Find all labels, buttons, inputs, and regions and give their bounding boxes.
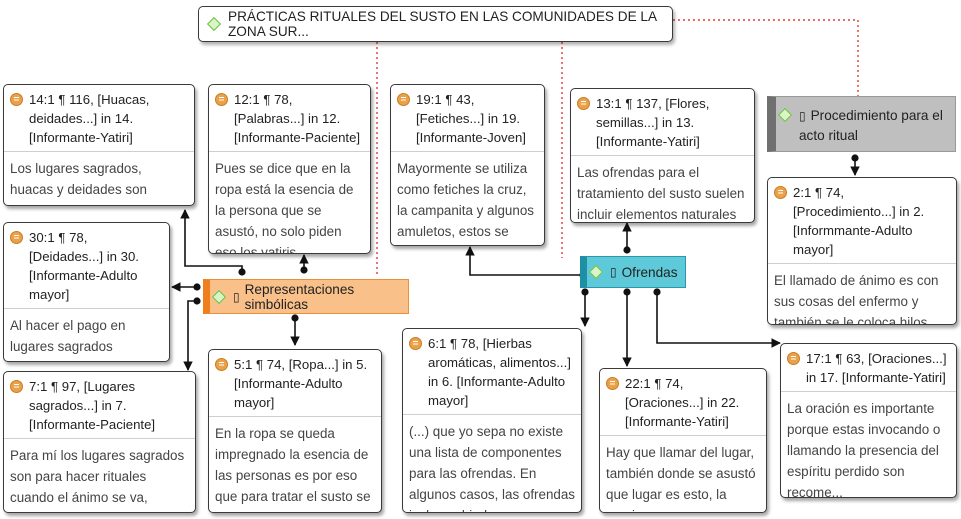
code-procedimiento[interactable]: ▯Procedimiento para el acto ritual — [767, 96, 956, 152]
quotation-text: Hay que llamar del lugar, también donde … — [606, 445, 756, 512]
quotation-header: 19:1 ¶ 43, [Fetiches...] in 19. [Informa… — [416, 92, 526, 145]
quotation-header: 14:1 ¶ 116, [Huacas, deidades...] in 14.… — [29, 92, 150, 145]
quotation-node-14[interactable]: 14:1 ¶ 116, [Huacas, deidades...] in 14.… — [3, 84, 195, 206]
quotation-icon — [215, 93, 228, 106]
quotation-text: Mayormente se utiliza como fetiches la c… — [397, 161, 534, 239]
quotation-icon — [606, 377, 619, 390]
quotation-header: 30:1 ¶ 78, [Deidades...] in 30. [Informa… — [29, 230, 139, 302]
quotation-header: 5:1 ¶ 74, [Ropa...] in 5. [Informante-Ad… — [234, 357, 368, 410]
quotation-header: 22:1 ¶ 74, [Oraciones...] in 22. [Inform… — [625, 376, 740, 429]
network-title-text: PRÁCTICAS RITUALES DEL SUSTO EN LAS COMU… — [228, 9, 657, 39]
quotation-text: Los lugares sagrados, huacas y deidades … — [10, 161, 147, 205]
code-symbol: ▯ — [233, 289, 240, 304]
quotation-text: Al hacer el pago en lugares sagrados ten… — [10, 318, 126, 361]
quotation-icon — [215, 358, 228, 371]
quotation-node-12[interactable]: 12:1 ¶ 78, [Palabras...] in 12. [Informa… — [208, 84, 371, 254]
quotation-text: (...) que yo sepa no existe una lista de… — [409, 424, 575, 512]
code-symbol: ▯ — [610, 265, 617, 279]
code-diamond-icon — [211, 289, 227, 304]
code-label: Ofrendas — [621, 264, 678, 280]
quotation-header: 2:1 ¶ 74, [Procedimiento...] in 2. [Info… — [793, 185, 925, 257]
quotation-text: La oración es importante porque estas in… — [787, 401, 941, 498]
quotation-icon — [577, 97, 590, 110]
quotation-icon — [409, 337, 422, 350]
quotation-icon — [10, 231, 23, 244]
code-diamond-icon — [777, 107, 793, 123]
quotation-text: Pues se dice que en la ropa está la esen… — [215, 161, 354, 254]
quotation-node-5[interactable]: 5:1 ¶ 74, [Ropa...] in 5. [Informante-Ad… — [208, 349, 382, 513]
quotation-icon — [774, 186, 787, 199]
quotation-node-6[interactable]: 6:1 ¶ 78, [Hierbas aromáticas, alimentos… — [402, 328, 582, 513]
quotation-text: Las ofrendas para el tratamiento del sus… — [577, 165, 745, 222]
quotation-node-17[interactable]: 17:1 ¶ 63, [Oraciones...] in 17. [Inform… — [780, 343, 957, 498]
quotation-header: 6:1 ¶ 78, [Hierbas aromáticas, alimentos… — [428, 336, 571, 408]
quotation-icon — [397, 93, 410, 106]
quotation-icon — [787, 352, 800, 365]
quotation-node-19[interactable]: 19:1 ¶ 43, [Fetiches...] in 19. [Informa… — [390, 84, 545, 246]
quotation-node-2[interactable]: 2:1 ¶ 74, [Procedimiento...] in 2. [Info… — [767, 177, 957, 325]
quotation-icon — [10, 380, 23, 393]
code-label: ▯Procedimiento para el acto ritual — [799, 106, 955, 145]
code-ofrendas[interactable]: ▯ Ofrendas — [580, 256, 686, 288]
quotation-node-30[interactable]: 30:1 ¶ 78, [Deidades...] in 30. [Informa… — [3, 222, 170, 362]
quotation-text: El llamado de ánimo es con sus cosas del… — [774, 273, 939, 325]
code-label-text: Procedimiento para el acto ritual — [799, 108, 943, 143]
quotation-node-22[interactable]: 22:1 ¶ 74, [Oraciones...] in 22. [Inform… — [599, 368, 767, 513]
code-symbol: ▯ — [799, 109, 806, 123]
code-representaciones-simbolicas[interactable]: ▯ Representaciones simbólicas — [203, 279, 409, 314]
quotation-node-7[interactable]: 7:1 ¶ 97, [Lugares sagrados...] in 7. [I… — [3, 371, 196, 513]
code-label: Representaciones simbólicas — [244, 281, 355, 312]
quotation-header: 17:1 ¶ 63, [Oraciones...] in 17. [Inform… — [806, 351, 947, 385]
quotation-header: 7:1 ¶ 97, [Lugares sagrados...] in 7. [I… — [29, 379, 156, 432]
quotation-text: En la ropa se queda impregnado la esenci… — [215, 426, 371, 512]
network-title-node[interactable]: PRÁCTICAS RITUALES DEL SUSTO EN LAS COMU… — [198, 6, 673, 42]
quotation-header: 13:1 ¶ 137, [Flores, semillas...] in 13.… — [596, 96, 710, 149]
code-diamond-icon — [588, 264, 604, 280]
quotation-node-13[interactable]: 13:1 ¶ 137, [Flores, semillas...] in 13.… — [570, 88, 755, 223]
quotation-text: Para mí los lugares sagrados son para ha… — [10, 448, 185, 512]
code-diamond-icon — [206, 16, 222, 32]
quotation-icon — [10, 93, 23, 106]
quotation-header: 12:1 ¶ 78, [Palabras...] in 12. [Informa… — [234, 92, 361, 145]
